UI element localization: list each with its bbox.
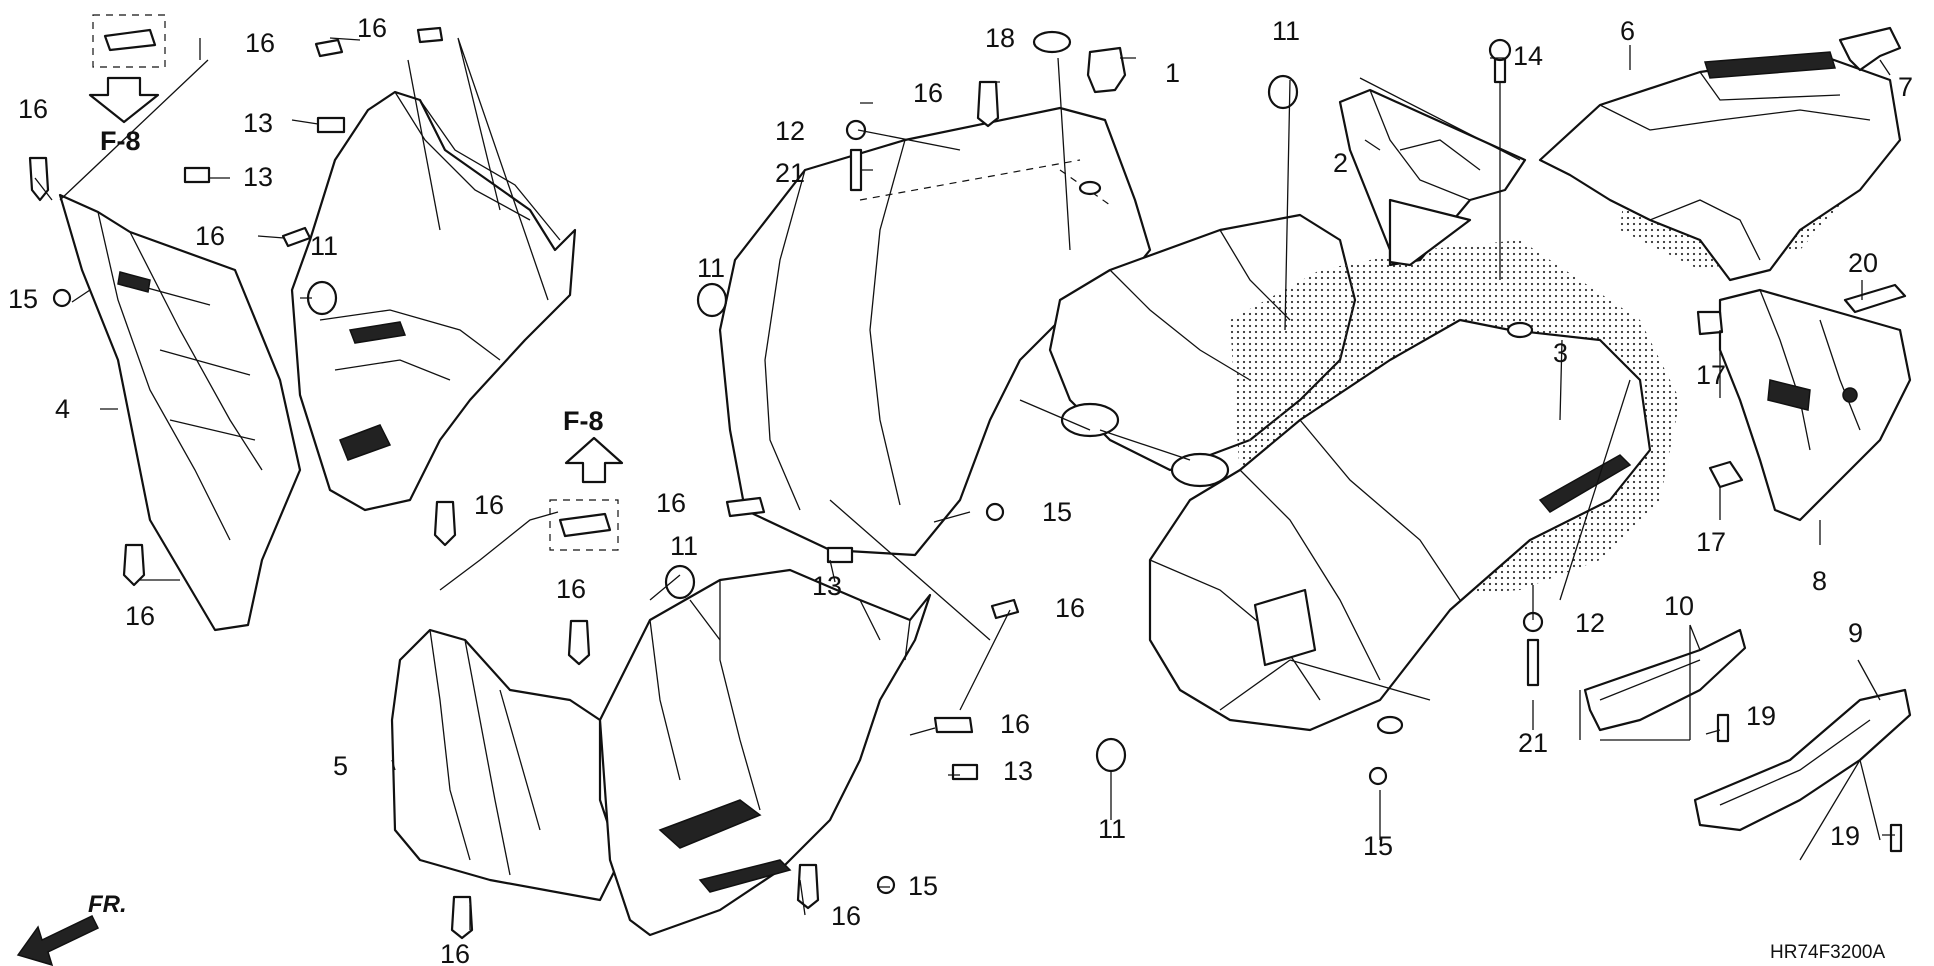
callout-4: 4: [55, 394, 70, 424]
part-5-left-rear-inner-fender[interactable]: [390, 628, 622, 902]
leader-lines: [34, 37, 1895, 930]
callout-10: 10: [1664, 591, 1694, 621]
callout-16-e: 16: [913, 78, 943, 108]
callout-12-b: 12: [1575, 608, 1605, 638]
callout-21-a: 21: [775, 158, 805, 188]
callout-13-d: 13: [1003, 756, 1033, 786]
callout-11-d: 11: [670, 531, 698, 561]
callout-16-l: 16: [831, 901, 861, 931]
direction-label: FR.: [88, 891, 127, 918]
callout-15-a: 15: [8, 284, 38, 314]
callout-12-a: 12: [775, 116, 805, 146]
callout-16-d: 16: [195, 221, 225, 251]
part-3-rear-fender[interactable]: [1148, 240, 1680, 735]
part-2-bracket[interactable]: [1338, 88, 1527, 267]
left-rear-mudguard[interactable]: [598, 568, 932, 937]
ref-f8-mid: F-8: [563, 406, 604, 436]
callout-17-b: 17: [1696, 527, 1726, 557]
callout-2: 2: [1333, 148, 1348, 178]
part-4-left-inner-fender[interactable]: [58, 193, 302, 632]
callout-16-a: 16: [18, 94, 48, 124]
direction-arrow-icon: [16, 915, 100, 966]
callout-3: 3: [1553, 338, 1568, 368]
ref-arrow-f8-mid: [564, 436, 624, 484]
part-17-clip-lower[interactable]: [1708, 460, 1744, 489]
callout-16-c: 16: [357, 13, 387, 43]
callouts: 1 2 3 4 5 6 7 8 9 10 11 11 11 11 11 12 1…: [8, 13, 1913, 966]
ref-arrow-f8-top: [88, 76, 160, 124]
callout-15-c: 15: [1363, 831, 1393, 861]
part-7-clip[interactable]: [1838, 26, 1902, 72]
diagram-code: HR74F3200A: [1770, 942, 1885, 963]
callout-16-m: 16: [440, 939, 470, 966]
callout-13-c: 13: [812, 571, 842, 601]
callout-19-b: 19: [1830, 821, 1860, 851]
callout-16-h: 16: [656, 488, 686, 518]
callout-17-a: 17: [1696, 360, 1726, 390]
callout-6: 6: [1620, 16, 1635, 46]
callout-11-a: 11: [310, 231, 338, 261]
callout-16-g: 16: [474, 490, 504, 520]
left-front-mudguard[interactable]: [290, 90, 577, 512]
callout-9: 9: [1848, 618, 1863, 648]
callout-13-a: 13: [243, 108, 273, 138]
inset-mid: [549, 499, 619, 551]
part-8-tail-housing[interactable]: [1718, 288, 1912, 522]
part-10-under-cover[interactable]: [1583, 628, 1747, 732]
callout-7: 7: [1898, 72, 1913, 102]
callout-14: 14: [1513, 41, 1543, 71]
inset-top-left: [92, 14, 166, 68]
callout-21-b: 21: [1518, 728, 1548, 758]
callout-11-e: 11: [1098, 814, 1126, 844]
callout-16-j: 16: [1055, 593, 1085, 623]
part-6-rear-cover[interactable]: [1538, 51, 1902, 282]
callout-20: 20: [1848, 248, 1878, 278]
callout-1: 1: [1165, 58, 1180, 88]
callout-16-f: 16: [125, 601, 155, 631]
callout-19-a: 19: [1746, 701, 1776, 731]
callout-8: 8: [1812, 566, 1827, 596]
callout-15-d: 15: [908, 871, 938, 901]
part-9-skid-plate[interactable]: [1693, 688, 1912, 832]
callout-15-b: 15: [1042, 497, 1072, 527]
callout-11-c: 11: [1272, 16, 1300, 46]
callout-13-b: 13: [243, 162, 273, 192]
callout-11-b: 11: [697, 253, 725, 283]
callout-16-i: 16: [556, 574, 586, 604]
callout-5: 5: [333, 751, 348, 781]
part-17-clip-upper[interactable]: [1696, 310, 1724, 336]
rear-mudguard[interactable]: [718, 106, 1161, 557]
callout-18: 18: [985, 23, 1015, 53]
ref-f8-top: F-8: [100, 126, 141, 156]
part-20-strap[interactable]: [1843, 283, 1907, 314]
callout-16-b: 16: [245, 28, 275, 58]
callout-16-k: 16: [1000, 709, 1030, 739]
